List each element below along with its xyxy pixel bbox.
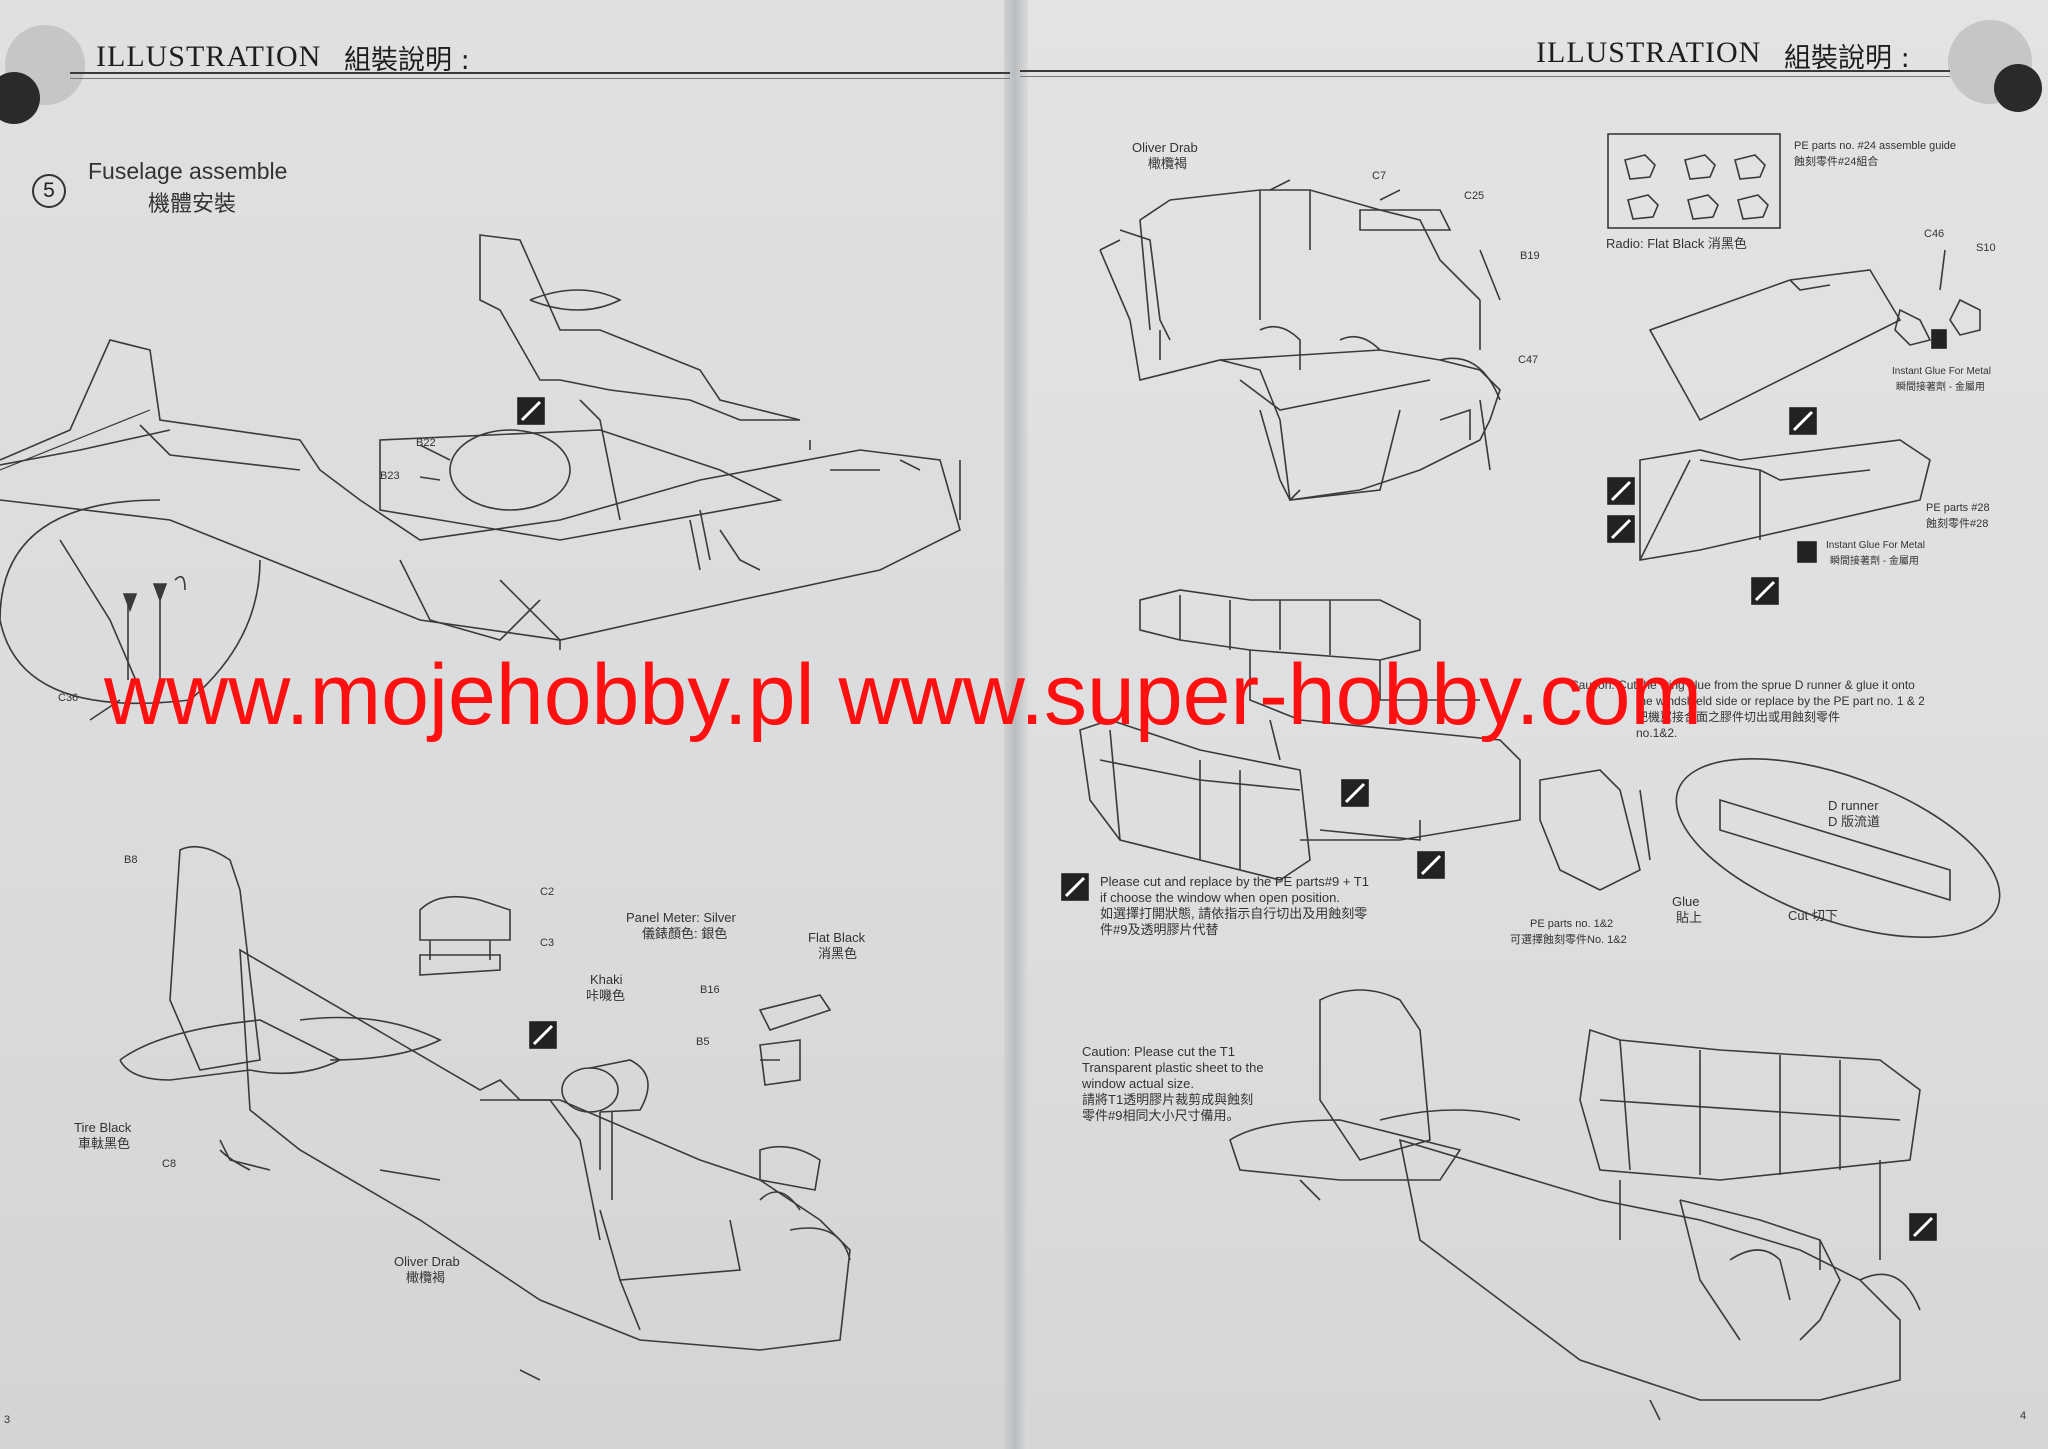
label-s10: S10 [1976,242,1996,254]
caution-1-line2: the windshield side or replace by the PE… [1636,694,1925,708]
header-rule-left-thin [70,78,1010,79]
label-c36: C36 [58,692,79,704]
cockpit-frame-upper-drawing [1099,179,1501,501]
binder-holes-right [1948,20,2042,112]
binder-holes-left [0,25,85,124]
label-pe24-1: PE parts no. #24 assemble guide [1794,140,1957,152]
caution-2-line4: 請將T1透明膠片裁剪成與蝕刻 [1082,1092,1254,1107]
caution-1-line3: 把機翼接合面之膠件切出或用蝕刻零件 [1636,710,1841,724]
page-number-left: 3 [4,1414,11,1426]
label-flat-black-cjk: 消黑色 [818,946,858,961]
header-cjk-left: 組裝說明 : [344,45,470,76]
label-oliver-drab-left: Oliver Drab [394,1254,460,1269]
label-tire-black-cjk: 車軚黑色 [78,1136,131,1151]
watermark: www.mojehobby.pl www.super-hobby.com [104,647,1703,743]
label-c2: C2 [540,886,555,898]
label-pe24-2: 蝕刻零件#24組合 [1794,156,1879,168]
pe9-note-line2: if choose the window when open position. [1100,890,1340,905]
caution-1-line4: no.1&2. [1636,726,1678,740]
caution-2-line5: 零件#9相同大小尺寸備用。 [1082,1108,1240,1123]
header-cjk-right: 組裝說明 : [1784,43,1910,74]
fuselage-lower-right-drawing [1229,989,1921,1421]
header-rule-left [70,72,1010,74]
label-oliver-drab-right: Oliver Drab [1132,140,1198,155]
label-b8: B8 [124,854,138,866]
label-pe12-2: 可選擇蝕刻零件No. 1&2 [1510,934,1627,946]
label-oliver-drab-left-cjk: 橄欖褐 [406,1270,446,1285]
pe24-guide-box [1607,133,1781,229]
fuselage-lower-left-drawing [119,845,851,1381]
left-page [0,0,1016,1449]
label-b22: B22 [416,437,436,449]
windshield-panel-drawing [1639,249,1981,561]
step-title: Fuselage assemble [88,158,288,184]
label-glue-metal-2: Instant Glue For Metal [1826,540,1925,551]
label-c46: C46 [1924,228,1945,240]
pe9-note-line3: 如選擇打開狀態, 請依指示自行切出及用蝕刻零 [1100,906,1368,921]
step-title-cjk: 機體安裝 [148,192,237,217]
label-c3: C3 [540,937,555,949]
label-panel-meter-cjk: 儀錶顏色: 銀色 [642,926,728,941]
label-b19: B19 [1520,250,1540,262]
label-tire-black: Tire Black [74,1120,132,1135]
label-d-runner: D runner [1828,798,1879,813]
label-b5: B5 [696,1036,710,1048]
label-glue-cjk: 貼上 [1676,910,1703,925]
label-c7: C7 [1372,170,1387,182]
header-rule-right-thin [1020,76,1950,77]
label-glue: Glue [1672,894,1700,909]
label-d-runner-cjk: D 版流道 [1828,814,1881,829]
label-c25: C25 [1464,190,1485,202]
right-page [1016,0,2048,1449]
label-panel-meter: Panel Meter: Silver [626,910,736,925]
label-pe28-2: 蝕刻零件#28 [1926,518,1989,530]
step-number: 5 [32,174,66,208]
caution-2-line3: window actual size. [1082,1076,1194,1091]
label-c8: C8 [162,1158,177,1170]
fuselage-upper-left-drawing [0,234,961,721]
header-title-right: ILLUSTRATION [1536,36,1762,69]
label-pe28-1: PE parts #28 [1926,502,1990,514]
pe-marker-glyphs [520,400,1934,1238]
label-b16: B16 [700,984,720,996]
caution-2-line1: Caution: Please cut the T1 [1082,1044,1235,1059]
pe9-note-line1: Please cut and replace by the PE parts#9… [1100,874,1369,889]
book-gutter [1004,0,1028,1449]
label-oliver-drab-right-cjk: 橄欖褐 [1148,156,1188,171]
caution-1-line1: Caution: Cut the wing glue from the spru… [1570,678,1915,692]
caution-2-line2: Transparent plastic sheet to the [1082,1060,1264,1075]
label-khaki-cjk: 咔嘰色 [586,988,626,1003]
header-rule-right [1020,70,1950,72]
label-glue-metal-2-cjk: 瞬間接著劑 - 金屬用 [1830,556,1919,567]
label-cut: Cut 切下 [1788,908,1838,923]
label-glue-metal-1-cjk: 瞬間接著劑 - 金屬用 [1896,382,1985,393]
label-khaki: Khaki [590,972,623,987]
label-pe12-1: PE parts no. 1&2 [1530,918,1614,930]
label-c47: C47 [1518,354,1539,366]
header-title-left: ILLUSTRATION [96,40,322,73]
label-flat-black: Flat Black [808,930,866,945]
label-glue-metal-1: Instant Glue For Metal [1892,366,1991,377]
pe9-note-line4: 件#9及透明膠片代替 [1100,922,1219,937]
label-b23: B23 [380,470,400,482]
label-radio: Radio: Flat Black 消黑色 [1606,236,1747,251]
canopy-windows-drawing [1079,589,2001,939]
page-number-right: 4 [2020,1410,2027,1422]
